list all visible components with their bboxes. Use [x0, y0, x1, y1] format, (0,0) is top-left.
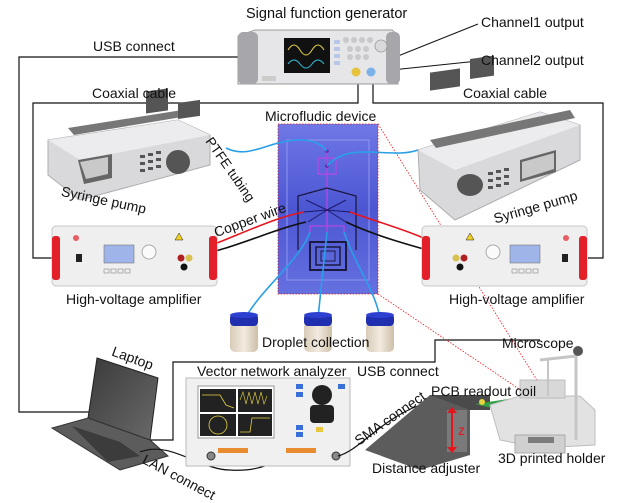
- distance-adjuster: [365, 395, 490, 470]
- distance-adjuster-label: Distance adjuster: [372, 460, 481, 476]
- coaxial-cable-right: [372, 72, 604, 259]
- microfluidic-device: [277, 123, 379, 295]
- usb-cable-bottom: [150, 339, 540, 441]
- microscope: [539, 346, 583, 440]
- droplet-collection-label: Droplet collection: [262, 334, 370, 350]
- jar-1: [230, 312, 258, 352]
- jar-2: [304, 312, 332, 352]
- usb-cable-top: [18, 56, 238, 413]
- coaxial-cable-right-label: Coaxial cable: [463, 85, 548, 101]
- high-voltage-amplifier-left: [51, 225, 218, 287]
- hv-amplifier-right-label: High-voltage amplifier: [449, 291, 585, 307]
- z-axis-label: z: [458, 422, 465, 438]
- pcb-readout-coil-label: PCB readout coil: [431, 383, 537, 399]
- droplet-collection-jars: [230, 312, 394, 352]
- laptop: [50, 357, 170, 471]
- channel2-output-label: Channel2 output: [481, 52, 584, 68]
- vector-network-analyzer: [185, 377, 351, 467]
- jar-3: [366, 312, 394, 352]
- channel1-output-label: Channel1 output: [481, 14, 584, 30]
- microfluidic-device-label: Microfludic device: [265, 108, 377, 124]
- microscope-label: Microscope: [502, 335, 574, 351]
- coaxial-cable-left-label: Coaxial cable: [92, 85, 177, 101]
- signal-generator-label: Signal function generator: [246, 6, 408, 22]
- 3d-printed-holder-label: 3D printed holder: [498, 450, 606, 466]
- usb-connect-top-label: USB connect: [93, 38, 175, 54]
- coaxial-cable-left: [32, 72, 359, 259]
- syringe-pump-left: [47, 88, 211, 201]
- usb-connect-bottom-label: USB connect: [357, 363, 439, 379]
- hv-amplifier-left-label: High-voltage amplifier: [66, 291, 202, 307]
- high-voltage-amplifier-right: [421, 225, 588, 287]
- 3d-printed-holder: [489, 379, 596, 454]
- ptfe-tubing: [225, 139, 419, 319]
- signal-function-generator: [237, 29, 400, 85]
- vna-label: Vector network analyzer: [197, 363, 347, 379]
- syringe-pump-right: [417, 55, 581, 221]
